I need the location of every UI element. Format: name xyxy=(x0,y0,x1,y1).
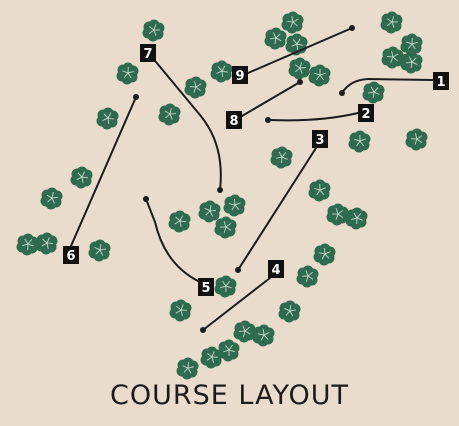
tree-icon xyxy=(35,232,58,255)
tree-icon xyxy=(308,64,331,87)
hole-marker-9[interactable]: 9 xyxy=(232,66,248,84)
tree-icon xyxy=(281,11,304,34)
hole-number-5: 5 xyxy=(201,281,210,296)
tree-icon xyxy=(381,46,404,69)
tree-icon xyxy=(214,216,237,239)
hole-number-1: 1 xyxy=(436,75,445,90)
hole-marker-5[interactable]: 5 xyxy=(198,278,214,296)
hole-number-6: 6 xyxy=(66,249,75,264)
tree-icon xyxy=(70,166,93,189)
tree-icon xyxy=(200,346,223,369)
green-pin-dot xyxy=(143,196,149,202)
hole-marker-4[interactable]: 4 xyxy=(268,260,284,278)
tree-icon xyxy=(40,187,63,210)
tree-icon xyxy=(158,103,181,126)
fairway-layer xyxy=(70,25,434,333)
hole-number-9: 9 xyxy=(235,69,244,84)
hole-number-7: 7 xyxy=(143,47,152,62)
tree-icon xyxy=(270,146,293,169)
tree-icon xyxy=(214,275,237,298)
tree-icon xyxy=(96,107,119,130)
map-title: COURSE LAYOUT xyxy=(110,380,349,411)
fairway-hole-1 xyxy=(339,77,434,96)
hole-marker-layer: 1 2 3 4 5 6 7 8 xyxy=(63,44,449,296)
tree-icon xyxy=(405,128,428,151)
fairway-hole-9 xyxy=(247,25,355,74)
tree-icon xyxy=(223,194,246,217)
tree-icon xyxy=(88,239,111,262)
fairway-hole-5 xyxy=(143,196,201,283)
tree-icon xyxy=(233,320,256,343)
green-pin-dot xyxy=(200,327,206,333)
tree-icon xyxy=(116,62,139,85)
fairway-hole-3 xyxy=(235,147,317,273)
fairway-hole-2 xyxy=(265,112,359,123)
tree-icon xyxy=(16,233,39,256)
fairway-hole-8 xyxy=(241,79,303,117)
fairway-hole-6 xyxy=(70,94,139,247)
green-pin-dot xyxy=(339,90,345,96)
tree-icon xyxy=(278,300,301,323)
hole-marker-1[interactable]: 1 xyxy=(433,72,449,90)
tree-icon xyxy=(308,179,331,202)
tree-icon xyxy=(326,203,349,226)
tree-icon xyxy=(210,60,233,83)
green-pin-dot xyxy=(349,25,355,31)
tree-icon xyxy=(345,207,368,230)
tree-icon xyxy=(252,324,275,347)
tree-icon xyxy=(142,19,165,42)
hole-number-8: 8 xyxy=(229,114,238,129)
tree-icon xyxy=(285,33,308,56)
green-pin-dot xyxy=(297,79,303,85)
hole-marker-3[interactable]: 3 xyxy=(312,130,328,148)
fairway-hole-4 xyxy=(200,277,271,333)
hole-marker-2[interactable]: 2 xyxy=(358,104,374,122)
green-pin-dot xyxy=(133,94,139,100)
tree-icon xyxy=(184,76,207,99)
tree-layer xyxy=(16,11,428,380)
tree-icon xyxy=(198,200,221,223)
hole-number-4: 4 xyxy=(271,263,280,278)
tree-icon xyxy=(380,11,403,34)
tree-icon xyxy=(168,210,191,233)
tree-icon xyxy=(400,33,423,56)
fairway-hole-7 xyxy=(155,61,223,193)
tree-icon xyxy=(169,299,192,322)
tree-icon xyxy=(176,357,199,380)
green-pin-dot xyxy=(265,117,271,123)
hole-marker-6[interactable]: 6 xyxy=(63,246,79,264)
tree-icon xyxy=(400,51,423,74)
tree-icon xyxy=(348,130,371,153)
hole-marker-7[interactable]: 7 xyxy=(140,44,156,62)
tree-icon xyxy=(296,265,319,288)
hole-number-3: 3 xyxy=(315,133,324,148)
hole-marker-8[interactable]: 8 xyxy=(226,111,242,129)
green-pin-dot xyxy=(235,267,241,273)
green-pin-dot xyxy=(217,187,223,193)
tree-icon xyxy=(264,27,287,50)
hole-number-2: 2 xyxy=(361,107,370,122)
tree-icon xyxy=(313,243,336,266)
tree-icon xyxy=(217,339,240,362)
tree-icon xyxy=(362,81,385,104)
tree-icon xyxy=(288,57,311,80)
